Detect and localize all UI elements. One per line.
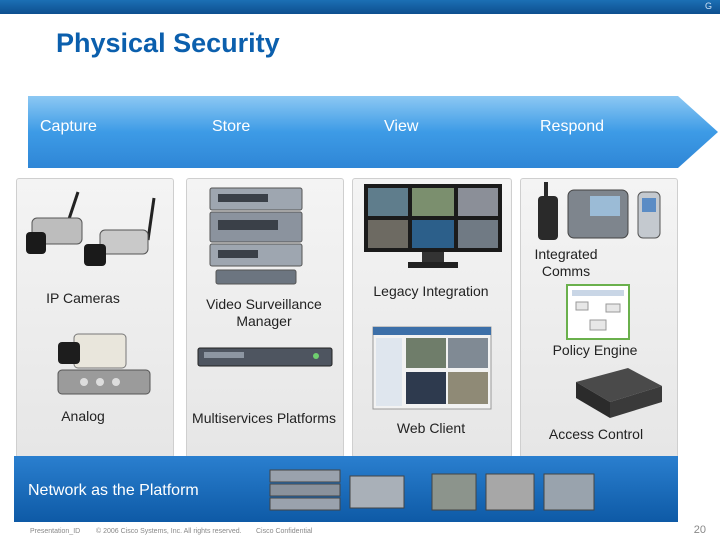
web-client-screenshot-icon [372, 326, 492, 410]
stage-view: View [384, 118, 419, 135]
legacy-label: Legacy Integration [373, 283, 489, 299]
analog-camera-icon [57, 333, 151, 395]
integrated-comms-label: Integrated Comms [534, 246, 598, 279]
policy-engine-label: Policy Engine [552, 342, 638, 358]
stage-capture: Capture [40, 118, 97, 135]
footer-confidential: Cisco Confidential [256, 528, 313, 535]
multiservices-label: Multiservices Platforms [192, 410, 336, 426]
process-arrow [28, 96, 718, 168]
router-stack-icon [269, 469, 405, 511]
stage-store: Store [212, 118, 251, 135]
page-number: 20 [693, 524, 706, 536]
top-bar: G [0, 0, 720, 14]
analog-label: Analog [61, 408, 105, 424]
phones-icon [538, 182, 661, 240]
topbar-letter: G [704, 1, 712, 11]
footer-copyright: © 2006 Cisco Systems, Inc. All rights re… [96, 528, 242, 535]
policy-engine-icon [566, 284, 630, 340]
stage-respond: Respond [540, 118, 605, 135]
server-stack-icon [209, 187, 303, 285]
ip-camera-icon [26, 191, 156, 266]
network-platform-band: Network as the Platform [14, 456, 678, 522]
network-modules-icon [431, 473, 595, 511]
video-wall-icon [364, 184, 502, 268]
web-client-label: Web Client [396, 420, 466, 436]
network-platform-label: Network as the Platform [28, 482, 199, 499]
page-title: Physical Security [56, 28, 280, 58]
access-control-label: Access Control [548, 426, 644, 442]
ip-cameras-label: IP Cameras [46, 290, 120, 306]
access-control-device-icon [576, 368, 662, 418]
footer-presentation-id: Presentation_ID [30, 528, 81, 535]
rack-device-icon [197, 347, 333, 367]
vsm-label: Video Surveillance Manager [206, 296, 322, 329]
